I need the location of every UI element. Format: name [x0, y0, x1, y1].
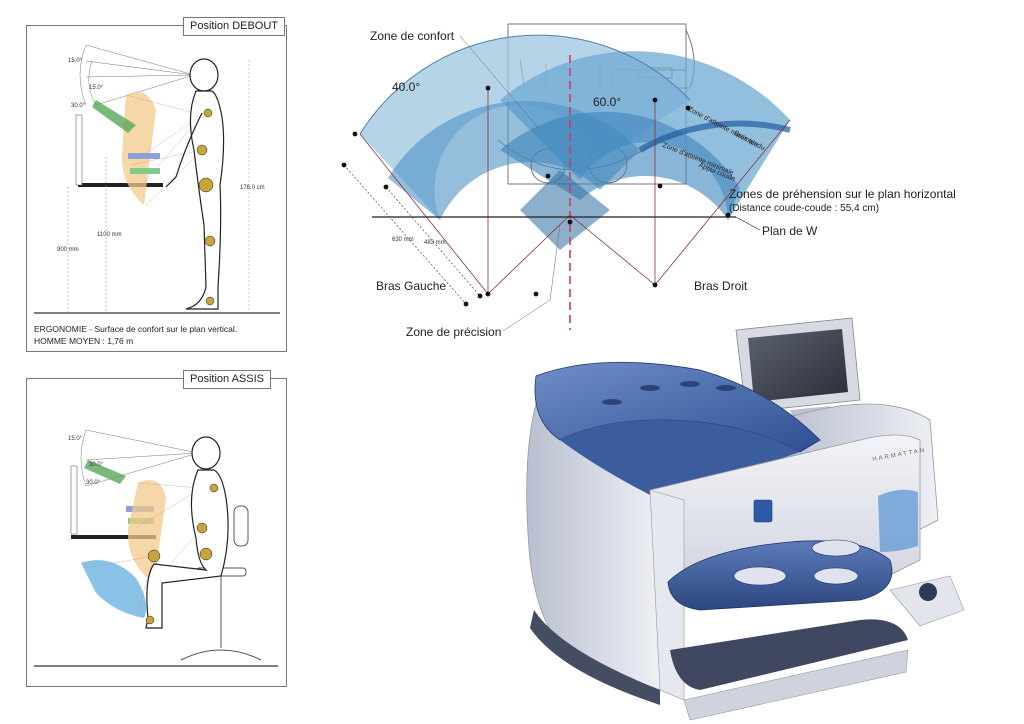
label-dim-483: 483 mm — [424, 240, 446, 246]
label-angle-left: 40.0° — [392, 80, 421, 94]
seated-angle-top: 15.0° — [68, 436, 83, 442]
seated-figure — [34, 429, 278, 667]
label-zone-confort: Zone de confort — [370, 29, 455, 43]
standing-angle-mid: 15.0° — [89, 85, 104, 91]
standing-title: Position DEBOUT — [183, 17, 286, 36]
standing-angle-top: 15.0° — [68, 58, 83, 64]
label-distance: (Distance coude-coude : 55,4 cm) — [729, 203, 880, 214]
standing-panel — [26, 25, 287, 352]
label-bras-droit: Bras Droit — [694, 279, 748, 293]
standing-height-person: 176.0 cm — [240, 185, 265, 191]
label-dim-630: 630 mm — [392, 237, 414, 243]
seated-angle-mid: 30.0° — [89, 462, 104, 468]
standing-height-table: 900 mm — [57, 247, 79, 253]
label-plan-w: Plan de W — [762, 224, 818, 238]
standing-caption-1: ERGONOMIE - Surface de confort sur le pl… — [34, 324, 238, 334]
standing-angle-low: 30.0° — [71, 103, 86, 109]
label-zone-precision: Zone de précision — [406, 325, 502, 339]
standing-height-elbow: 1100 mm — [97, 232, 122, 238]
label-bras-gauche: Bras Gauche — [376, 279, 447, 293]
top-view-diagram — [341, 23, 791, 332]
seated-angle-low: 30.0° — [86, 480, 101, 486]
label-zones-prehension: Zones de préhension sur le plan horizont… — [729, 187, 956, 201]
label-angle-right: 60.0° — [593, 95, 622, 109]
standing-figure — [34, 44, 280, 314]
seated-title: Position ASSIS — [183, 370, 271, 389]
standing-caption-2: HOMME MOYEN : 1,76 m — [34, 336, 134, 346]
